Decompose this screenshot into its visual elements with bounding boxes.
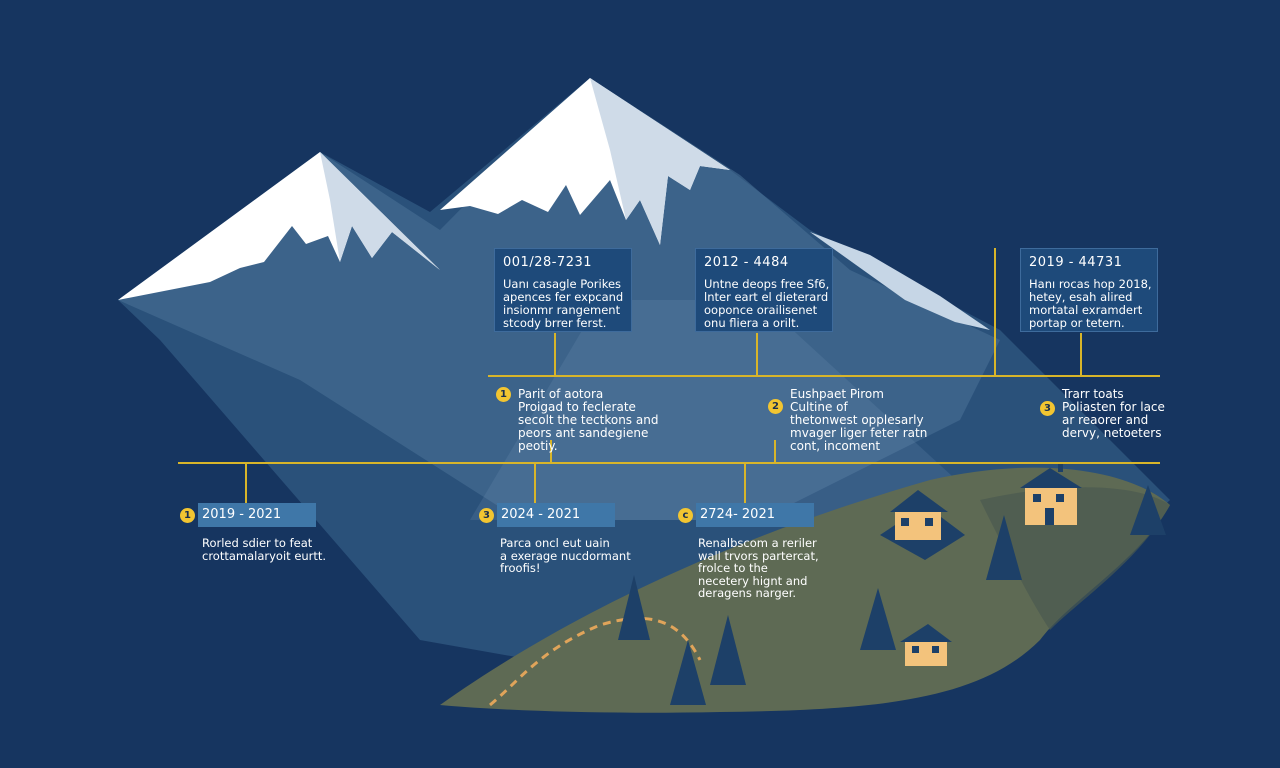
bottom-item-1-line: crottamalaryoit eurtt. — [202, 548, 327, 563]
connector-mid-2 — [774, 440, 776, 463]
connector-bottom-2 — [534, 463, 536, 503]
middle-item-2-line: Eushpaet Pirom — [790, 387, 884, 401]
trail — [489, 617, 702, 707]
top-box-2-line: ooponce orailisenet — [704, 303, 818, 317]
middle-item-1-line: secolt the tectkons and — [518, 413, 659, 427]
connector-top-2 — [756, 333, 758, 376]
top-box-2-line: Untne deops free Sf6, — [704, 277, 830, 291]
connector-top-3 — [994, 248, 996, 376]
connector-top-1 — [554, 333, 556, 376]
bottom-item-3-year: 2724- 2021 — [696, 503, 814, 527]
top-box-2-line: onu fliera a orilt. — [704, 316, 800, 330]
pine-tree — [986, 515, 1022, 580]
bottom-item-1-year: 2019 - 2021 — [198, 503, 316, 527]
top-box-1-line: apences fer expcand — [503, 290, 624, 304]
top-box-1-line: stcody brrer ferst. — [503, 316, 607, 330]
top-box-3-line: hetey, esah alired — [1029, 290, 1133, 304]
middle-item-3-line: Poliasten for lace — [1062, 400, 1165, 414]
middle-item-2-line: cont, incoment — [790, 439, 881, 453]
timeline-lower — [178, 462, 1160, 464]
middle-item-1-badge: 1 — [496, 387, 511, 402]
left-peak-shade — [320, 152, 440, 270]
top-box-1: 001/28-7231 Uanı casagle Porikes apences… — [494, 248, 632, 332]
middle-item-1-line: Proigad to feclerate — [518, 400, 636, 414]
bottom-item-1-desc: Rorled sdier to feat crottamalaryoit eur… — [202, 537, 326, 562]
connector-top-4 — [1080, 333, 1082, 376]
top-box-1-line: Uanı casagle Porikes — [503, 277, 622, 291]
bottom-item-3-line: frolce to the — [698, 561, 768, 575]
middle-item-3-line: Trarr toats — [1062, 387, 1124, 401]
bottom-item-3-badge: c — [678, 508, 693, 523]
pine-tree — [860, 588, 896, 650]
cabin-left — [880, 490, 965, 560]
top-box-2-line: lnter eart el dieterard — [704, 290, 829, 304]
bottom-item-2-line: Parca oncl eut uain — [500, 536, 610, 550]
top-box-1-heading: 001/28-7231 — [503, 255, 593, 270]
middle-item-1: Parit of aotora Proigad to feclerate sec… — [518, 388, 658, 453]
middle-item-1-line: peotiy. — [518, 439, 558, 453]
bottom-item-2-line: a exerage nucdormant — [500, 548, 631, 563]
connector-mid-1 — [550, 440, 552, 463]
middle-item-1-line: Parit of aotora — [518, 387, 604, 401]
pine-tree — [710, 615, 746, 685]
top-box-3-line: portap or tetern. — [1029, 316, 1125, 330]
middle-item-1-line: peors ant sandegiene — [518, 426, 649, 440]
bottom-item-1-line: Rorled sdier to feat — [202, 536, 313, 550]
connector-bottom-1 — [245, 463, 247, 503]
bottom-item-2-year: 2024 - 2021 — [497, 503, 615, 527]
connector-bottom-3 — [744, 463, 746, 503]
bottom-item-2-line: froofis! — [500, 561, 541, 575]
middle-item-3-line: ar reaorer and — [1062, 413, 1149, 427]
cabin-small — [900, 624, 952, 666]
hill — [440, 467, 1170, 713]
middle-item-3-line: dervy, netoeters — [1062, 426, 1162, 440]
top-box-3-heading: 2019 - 44731 — [1029, 255, 1123, 270]
left-peak-snow — [118, 152, 440, 300]
bottom-item-2-badge: 3 — [479, 508, 494, 523]
top-box-1-line: insionmr rangement — [503, 303, 621, 317]
top-box-3: 2019 - 44731 Hanı rocas hop 2018, hetey,… — [1020, 248, 1158, 332]
middle-item-2-line: thetonwest opplesarly — [790, 413, 924, 427]
bottom-item-3-line: necetery hignt and — [698, 573, 808, 588]
top-box-2-heading: 2012 - 4484 — [704, 255, 789, 270]
middle-item-3-badge: 3 — [1040, 401, 1055, 416]
timeline-upper — [488, 375, 1160, 377]
top-box-3-line: mortatal exramdert — [1029, 303, 1143, 317]
light-beam — [470, 300, 1000, 520]
middle-item-2: Eushpaet Pirom Cultine of thetonwest opp… — [790, 388, 927, 453]
right-peak-shade — [590, 78, 730, 245]
middle-item-2-line: mvager liger feter ratn — [790, 426, 928, 440]
bottom-item-3-desc: Renalbscom a reriler wall trvors parterc… — [698, 537, 819, 600]
bottom-item-2-desc: Parca oncl eut uain a exerage nucdormant… — [500, 537, 631, 575]
bottom-item-3-line: Renalbscom a reriler — [698, 536, 817, 550]
pine-tree — [670, 640, 706, 705]
pine-tree — [1130, 485, 1166, 535]
bottom-item-3-line: wall trvors partercat, — [698, 548, 819, 563]
pine-trees — [618, 485, 1166, 705]
bottom-item-3-line: deragens narger. — [698, 586, 797, 600]
middle-item-2-badge: 2 — [768, 399, 783, 414]
pine-tree — [618, 575, 650, 640]
top-box-3-line: Hanı rocas hop 2018, — [1029, 277, 1152, 291]
bottom-item-1-badge: 1 — [180, 508, 195, 523]
ridge-snow — [810, 232, 990, 330]
middle-item-2-line: Cultine of — [790, 400, 848, 414]
top-box-2: 2012 - 4484 Untne deops free Sf6, lnter … — [695, 248, 833, 332]
middle-item-3: Trarr toats Poliasten for lace ar reaore… — [1062, 388, 1165, 440]
cabin-right — [1020, 462, 1082, 525]
